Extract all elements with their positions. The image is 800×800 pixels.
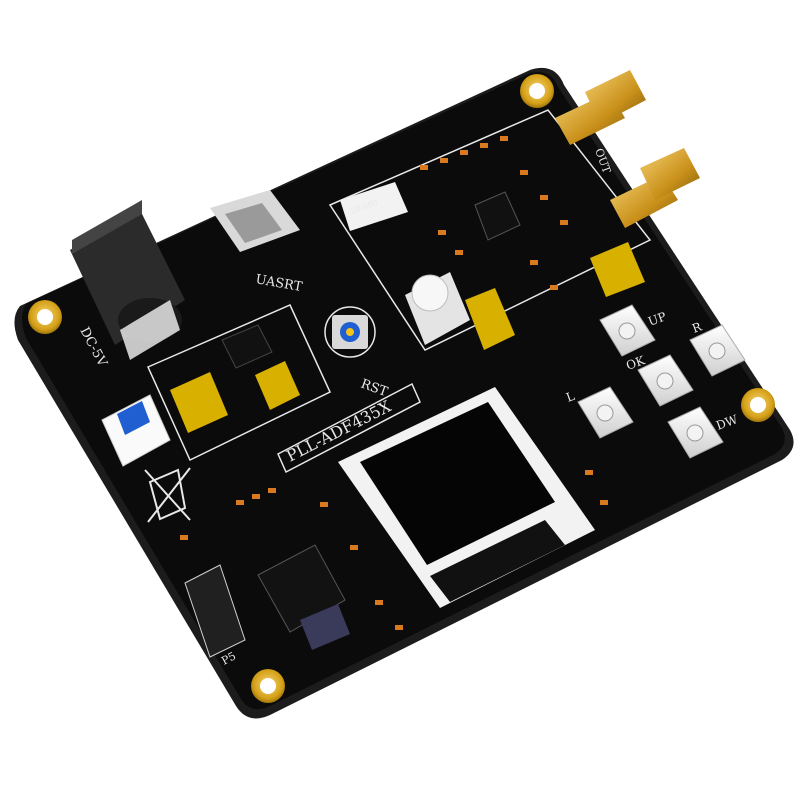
passive-components [180, 136, 608, 630]
sma-output-1 [555, 70, 646, 145]
header-label: P5 [219, 649, 238, 667]
key-up-label: UP [646, 309, 668, 328]
pin-header: P5 [184, 564, 246, 668]
pcb-board [14, 67, 794, 719]
reset-button: RST [324, 306, 390, 400]
sma-output-2 [610, 148, 700, 228]
usb-connector: UASRT [210, 190, 304, 295]
mcu-chip [257, 544, 350, 650]
oled-display [338, 387, 595, 608]
mounting-holes [28, 74, 775, 703]
power-switch [101, 394, 171, 467]
power-section [147, 304, 331, 462]
key-ok-label: OK [624, 353, 647, 373]
key-right: R [689, 319, 746, 377]
key-up: UP [599, 304, 668, 357]
key-ok: OK [624, 353, 694, 407]
weee-bin-icon [144, 467, 191, 523]
rf-section: 20.000 [328, 109, 652, 351]
